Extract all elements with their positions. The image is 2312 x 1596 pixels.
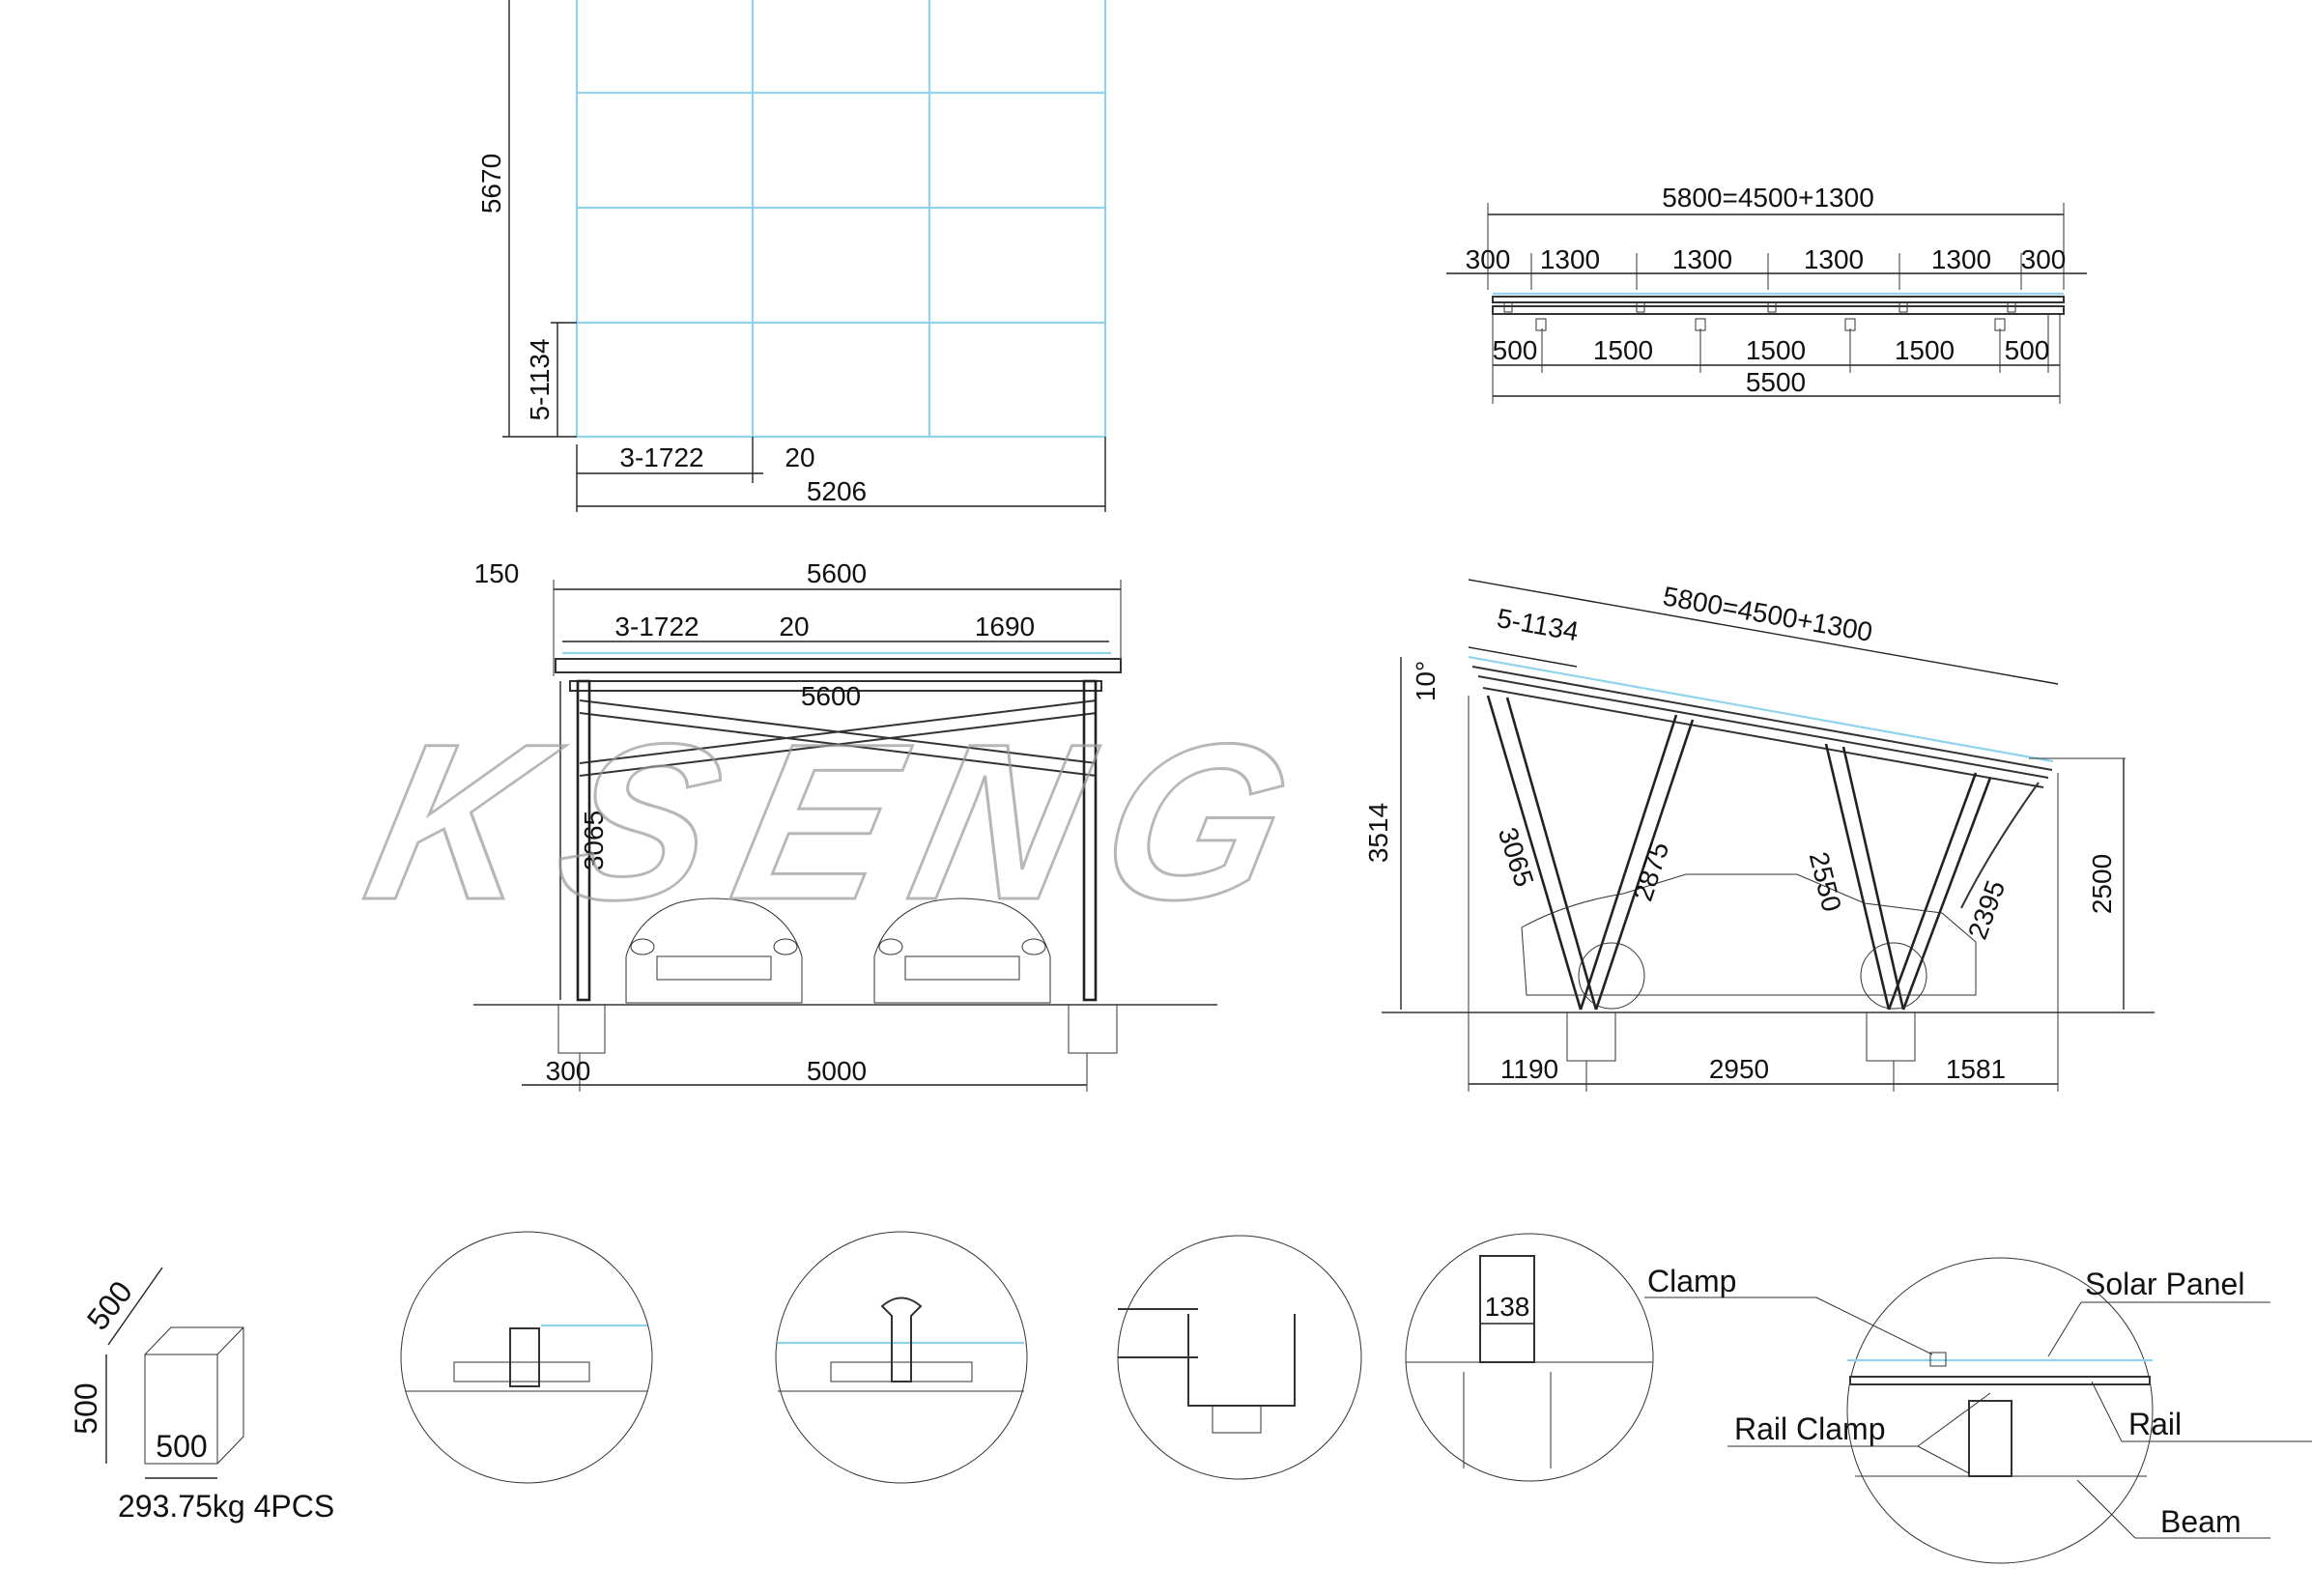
plan-dim-col-pitch: 3-1722 (619, 442, 703, 472)
rail-view: 5800=4500+1300 300 1300 1300 1300 1300 3… (1446, 183, 2087, 404)
side-dim-brace-c: 2395 (1962, 876, 2011, 943)
footing-dim-width: 500 (156, 1429, 207, 1464)
rail-bot-seg-4: 1500 (1895, 335, 1955, 365)
plan-dim-height-total: 5670 (476, 154, 506, 214)
rail-top-ticks (1487, 203, 2065, 290)
side-car (1521, 873, 1977, 1010)
front-car-left (625, 898, 803, 1004)
rail-top-seg-6: 300 (2021, 244, 2067, 274)
plan-view: 5670 5-1134 3-1722 20 5206 (476, 0, 1107, 512)
rail-bot-seg-5: 500 (2005, 335, 2050, 365)
side-dim-rafter: 5800=4500+1300 (1661, 581, 1875, 647)
detail-rail-section (1117, 1235, 1362, 1480)
front-dim-footing-offset: 300 (546, 1056, 591, 1086)
side-view: 5800=4500+1300 5-1134 10° 3514 2500 3065 (1363, 579, 2155, 1092)
side-dim-tilt: 10° (1411, 661, 1441, 701)
front-view: 150 5600 3-1722 20 1690 5600 3065 (473, 558, 1217, 1092)
side-dim-panel-pitch: 5-1134 (1495, 603, 1581, 646)
side-dim-low-height: 2500 (2087, 854, 2117, 914)
side-dim-span: 2950 (1709, 1054, 1769, 1084)
front-dim-gap: 20 (779, 612, 809, 641)
plan-dim-row-pitch: 5-1134 (525, 338, 555, 420)
front-dim-span: 5000 (807, 1056, 867, 1086)
footing-dim-height: 500 (69, 1382, 103, 1434)
front-car-right (873, 898, 1051, 1004)
side-dim-overhang-rear: 1581 (1946, 1054, 2006, 1084)
rail-dim-total: 5800=4500+1300 (1662, 183, 1874, 213)
front-dim-col-pitch: 3-1722 (614, 612, 699, 641)
rail-top-seg-3: 1300 (1672, 244, 1732, 274)
side-dim-overhang-front: 1190 (1500, 1054, 1558, 1084)
legend-detail: Clamp Solar Panel Rail Clamp Rail Beam (1644, 1257, 2312, 1564)
rail-bottom-ticks (1492, 314, 2061, 404)
front-dim-brace: 5600 (801, 681, 861, 711)
side-dim-post-long: 3065 (1493, 824, 1540, 891)
plan-dimension-lines (502, 0, 1106, 512)
front-dim-offset: 150 (474, 558, 520, 588)
detail-mid-clamp (775, 1231, 1028, 1484)
detail-end-clamp (400, 1231, 653, 1484)
side-dim-brace-a: 2875 (1628, 839, 1675, 905)
rail-dim-bottom-total: 5500 (1746, 367, 1806, 397)
legend-solar-panel: Solar Panel (2085, 1267, 2244, 1301)
front-dim-overhang: 1690 (975, 612, 1035, 641)
plan-panel-grid (575, 0, 1107, 439)
legend-beam: Beam (2160, 1504, 2241, 1539)
side-dim-high-height: 3514 (1363, 803, 1393, 863)
front-dim-width-top: 5600 (807, 558, 867, 588)
legend-rail-clamp: Rail Clamp (1734, 1411, 1885, 1446)
rail-top-seg-1: 300 (1466, 244, 1511, 274)
detail-base-plate: 138 (1405, 1233, 1654, 1482)
side-dim-brace-b: 2550 (1804, 849, 1847, 915)
rail-top-seg-5: 1300 (1931, 244, 1991, 274)
watermark-logo: KSENG (350, 698, 1338, 946)
detail-base-dim: 138 (1485, 1292, 1530, 1322)
legend-clamp: Clamp (1647, 1264, 1736, 1298)
rail-bot-seg-2: 1500 (1593, 335, 1653, 365)
plan-dim-width-total: 5206 (807, 476, 867, 506)
plan-dim-gap: 20 (785, 442, 814, 472)
footing-dim-depth: 500 (80, 1274, 139, 1336)
front-dim-post-height: 3065 (579, 811, 609, 870)
legend-rail: Rail (2128, 1407, 2182, 1441)
footing-block: 500 500 500 293.75kg 4PCS (69, 1267, 334, 1524)
rail-top-seg-4: 1300 (1804, 244, 1864, 274)
rail-clamps (1503, 301, 2016, 331)
rail-bot-seg-1: 500 (1493, 335, 1538, 365)
footing-note: 293.75kg 4PCS (118, 1489, 334, 1524)
rail-bot-seg-3: 1500 (1746, 335, 1806, 365)
rail-top-seg-2: 1300 (1540, 244, 1600, 274)
